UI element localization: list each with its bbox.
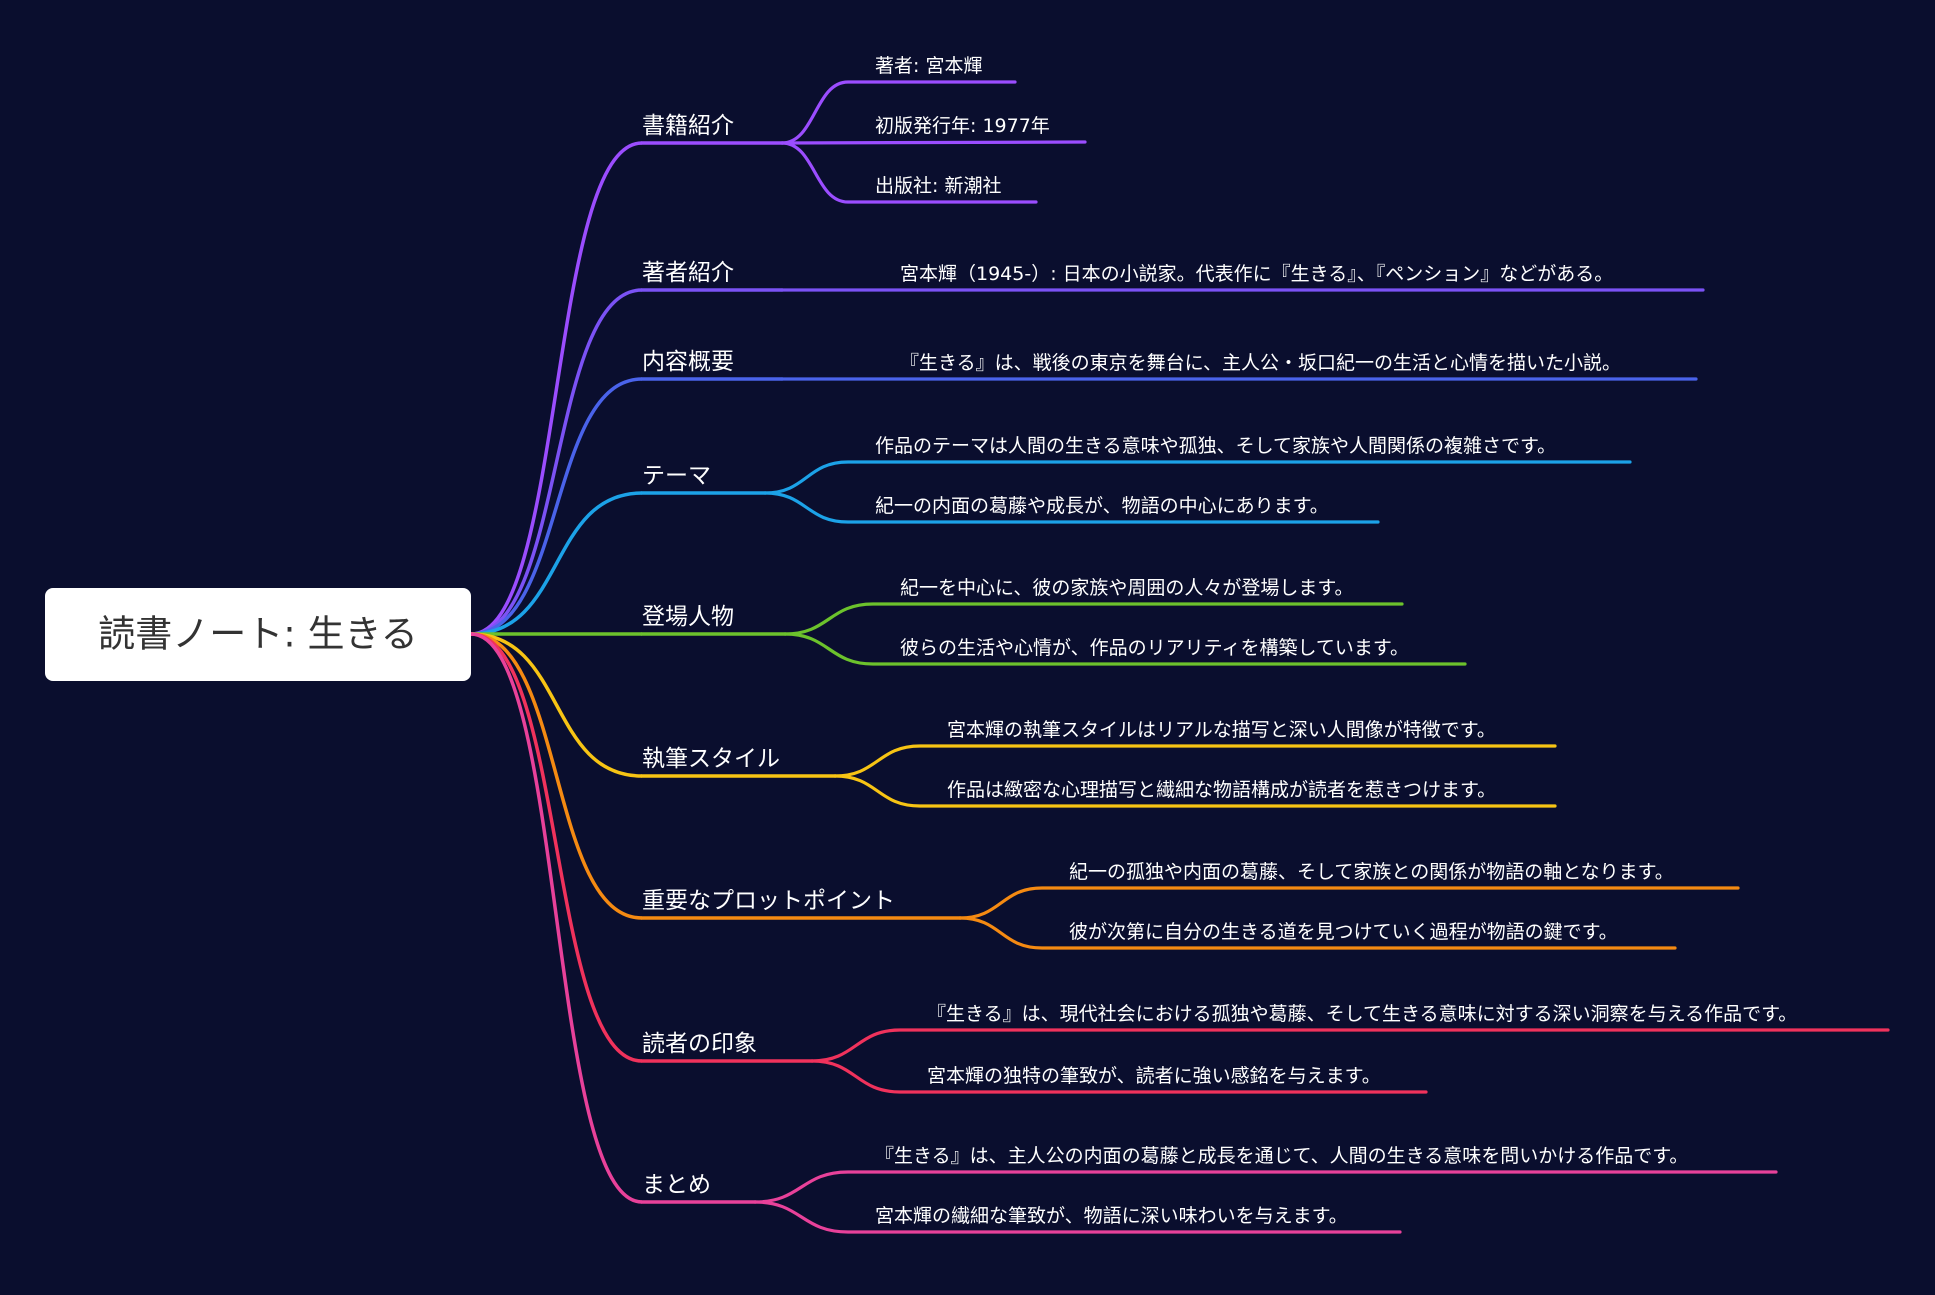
leaf-edge-4-1 [783,632,1467,666]
root-box [45,588,471,681]
leaf-label[interactable]: 紀一の内面の葛藤や成長が、物語の中心にあります。 [875,495,1329,517]
edge-root-to-branch-1 [470,288,643,636]
edge-root-to-branch-7 [470,632,643,1063]
leaf-edge-3-1 [763,491,1380,524]
leaf-edge-7-1 [810,1059,1428,1094]
root-node[interactable]: 読書ノート: 生きる [45,588,471,681]
branch-label[interactable]: 登場人物 [642,604,734,630]
leaf-edge-0-2 [780,141,1038,204]
edge-root-to-branch-5 [470,632,643,778]
leaf-underline-0-1 [780,140,1087,145]
leaf-label[interactable]: 彼が次第に自分の生きる道を見つけていく過程が物語の鍵です。 [1069,921,1618,943]
leaf-label[interactable]: 宮本輝の独特の筆致が、読者に強い感銘を与えます。 [927,1065,1381,1087]
edge-root-to-branch-6 [470,632,643,920]
edge-root-to-branch-8 [470,632,643,1204]
leaf-edge-6-0 [958,886,1740,920]
leaf-edge-8-1 [753,1200,1402,1234]
leaf-edge-0-0 [780,80,1017,145]
edge-root-to-branch-2 [470,377,643,636]
leaf-label[interactable]: 『生きる』は、戦後の東京を舞台に、主人公・坂口紀一の生活と心情を描いた小説。 [900,352,1621,374]
leaf-label[interactable]: 出版社: 新潮社 [875,175,1001,197]
branch-label[interactable]: 読者の印象 [642,1031,757,1057]
leaf-label[interactable]: 作品は緻密な心理描写と繊細な物語構成が読者を惹きつけます。 [947,779,1496,801]
branch-label[interactable]: 書籍紹介 [642,113,734,139]
leaf-label[interactable]: 作品のテーマは人間の生きる意味や孤独、そして家族や人間関係の複雑さです。 [875,435,1556,457]
leaf-label[interactable]: 著者: 宮本輝 [875,55,982,77]
branch-label[interactable]: 重要なプロットポイント [642,888,895,914]
leaf-label[interactable]: 宮本輝（1945-）: 日本の小説家。代表作に『生きる』、『ペンション』などがあ… [900,263,1613,285]
leaf-edge-4-0 [783,602,1404,636]
leaf-label[interactable]: 『生きる』は、現代社会における孤独や葛藤、そして生きる意味に対する深い洞察を与え… [927,1003,1797,1025]
leaf-edge-5-0 [833,744,1557,778]
leaf-label[interactable]: 紀一の孤独や内面の葛藤、そして家族との関係が物語の軸となります。 [1069,861,1674,883]
leaf-label[interactable]: 初版発行年: 1977年 [875,115,1050,137]
edge-root-to-branch-0 [470,141,643,636]
leaf-label[interactable]: 宮本輝の繊細な筆致が、物語に深い味わいを与えます。 [875,1205,1348,1227]
branch-label[interactable]: まとめ [642,1172,711,1198]
leaf-edge-5-1 [833,774,1557,808]
leaf-edge-7-0 [810,1028,1890,1063]
branch-label[interactable]: 執筆スタイル [642,746,780,772]
leaf-edge-6-1 [958,916,1677,950]
leaf-edge-3-0 [763,460,1632,495]
leaf-label[interactable]: 彼らの生活や心情が、作品のリアリティを構築しています。 [900,637,1409,659]
root-label: 読書ノート: 生きる [98,613,418,656]
leaf-label[interactable]: 宮本輝の執筆スタイルはリアルな描写と深い人間像が特徴です。 [947,719,1496,741]
branch-label[interactable]: 著者紹介 [642,260,734,286]
leaf-label[interactable]: 『生きる』は、主人公の内面の葛藤と成長を通じて、人間の生きる意味を問いかける作品… [875,1145,1688,1167]
edges [470,80,1890,1234]
branch-label[interactable]: テーマ [642,463,711,489]
leaf-label[interactable]: 紀一を中心に、彼の家族や周囲の人々が登場します。 [900,577,1354,599]
leaf-edge-8-0 [753,1170,1778,1204]
edge-root-to-branch-3 [470,491,643,636]
branch-label[interactable]: 内容概要 [642,349,734,375]
